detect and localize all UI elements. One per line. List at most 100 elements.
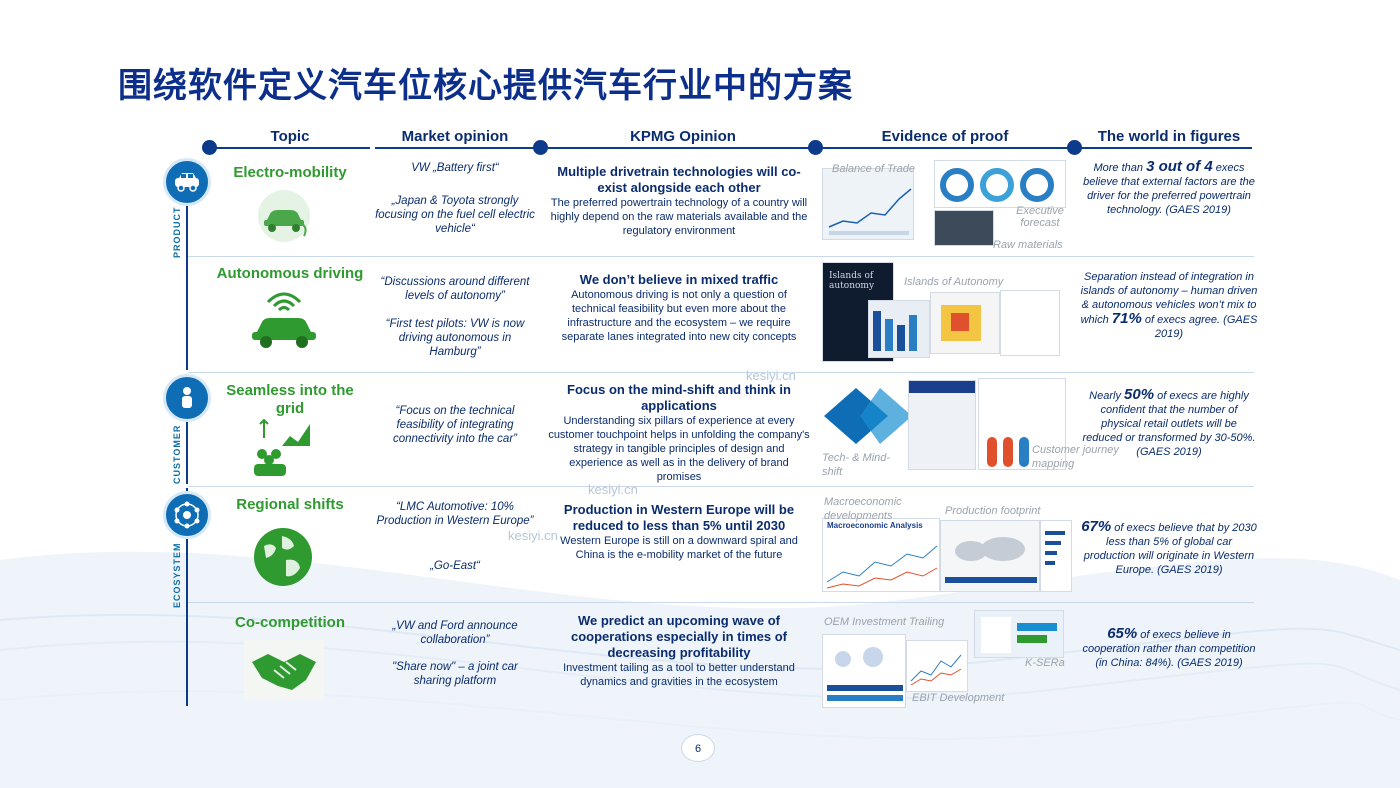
- evidence-label: OEM Investment Trailing: [824, 616, 945, 628]
- evidence-label: EBIT Development: [912, 692, 1005, 704]
- person-icon: [163, 374, 211, 422]
- page-title: 围绕软件定义汽车位核心提供汽车行业中的方案: [118, 66, 853, 106]
- kpmg-opinion-4: Production in Western Europe will be red…: [548, 502, 810, 562]
- evidence-label: Balance of Trade: [832, 163, 915, 175]
- globe-icon: [254, 528, 312, 586]
- topic-co-competition: Co-competition: [235, 614, 345, 631]
- evidence-label: Customer journey mapping: [1032, 444, 1119, 470]
- evidence-label: Executive forecast: [1016, 205, 1064, 229]
- kpmg-body: The preferred powertrain technology of a…: [550, 197, 808, 237]
- kpmg-opinion-1: Multiple drivetrain technologies will co…: [548, 164, 810, 238]
- kpmg-body: Understanding six pillars of experience …: [548, 415, 810, 483]
- row-separator: [188, 602, 1254, 603]
- car-icon: [163, 158, 211, 206]
- topic-electro-mobility: Electro-mobility: [233, 164, 347, 181]
- evidence-thumb-trade: [822, 168, 914, 240]
- kpmg-opinion-3: Focus on the mind-shift and think in app…: [548, 382, 810, 484]
- kpmg-opinion-5: We predict an upcoming wave of cooperati…: [548, 613, 810, 689]
- market-opinion-3a: “Focus on the technical feasibility of i…: [392, 405, 517, 445]
- evidence-label: Tech- & Mind-shift: [822, 452, 891, 478]
- header-underline: [1080, 147, 1252, 149]
- figure-3: Nearly 50% of execs are highly confident…: [1082, 386, 1256, 458]
- header-kpmg-opinion: KPMG Opinion: [630, 128, 736, 145]
- figure-highlight: 67%: [1081, 518, 1112, 535]
- page-number: 6: [681, 734, 715, 762]
- kpmg-heading: Multiple drivetrain technologies will co…: [557, 164, 801, 195]
- figure-2: Separation instead of integration in isl…: [1080, 271, 1258, 340]
- market-opinion-2b: “First test pilots: VW is now driving au…: [385, 318, 525, 358]
- figure-highlight: 3 out of 4: [1146, 158, 1213, 175]
- figure-highlight: 71%: [1111, 310, 1142, 327]
- kpmg-heading: We predict an upcoming wave of cooperati…: [570, 613, 787, 660]
- handshake-icon: [244, 640, 324, 700]
- kpmg-opinion-2: We don’t believe in mixed traffic Autono…: [548, 272, 810, 344]
- market-opinion-2a: “Discussions around different levels of …: [380, 276, 530, 302]
- thumb-macro-title: Macroeconomic Analysis: [827, 521, 923, 530]
- kpmg-heading: Production in Western Europe will be red…: [563, 502, 795, 533]
- evidence-label: Raw materials: [993, 239, 1063, 251]
- figure-5: 65% of execs believe in cooperation rath…: [1082, 625, 1256, 669]
- market-opinion-5b: "Share now" – a joint car sharing platfo…: [392, 661, 518, 687]
- evidence-thumb-journey: [978, 378, 1066, 470]
- evidence-thumb-chart: [868, 300, 930, 358]
- header-underline: [822, 147, 1068, 149]
- network-icon: [163, 491, 211, 539]
- watermark-text: kesiyi.cn: [746, 368, 796, 383]
- header-underline: [210, 147, 370, 149]
- header-dot: [533, 140, 548, 155]
- segment-label-ecosystem: ECOSYSTEM: [172, 542, 182, 608]
- kpmg-body: Investment tailing as a tool to better u…: [563, 662, 795, 688]
- topic-autonomous-driving: Autonomous driving: [216, 265, 364, 282]
- people-growth-icon: [254, 418, 310, 476]
- evidence-thumb-ebit: [906, 640, 968, 692]
- figure-highlight: 65%: [1107, 625, 1138, 642]
- evidence-label: Islands of Autonomy: [904, 276, 1004, 288]
- row-separator: [188, 486, 1254, 487]
- topic-seamless-grid: Seamless into the grid: [226, 382, 354, 417]
- evidence-thumb-bars: [1040, 520, 1072, 592]
- segment-label-customer: CUSTOMER: [172, 424, 182, 484]
- header-evidence: Evidence of proof: [881, 128, 1009, 145]
- evidence-label: Macroeconomic developments: [824, 496, 902, 522]
- header-world-figures: The world in figures: [1097, 128, 1241, 145]
- evidence-thumb-oem: [822, 634, 906, 708]
- evidence-label: K-SERa: [1025, 657, 1065, 669]
- figure-highlight: 50%: [1124, 386, 1155, 403]
- evidence-label: Production footprint: [945, 505, 1041, 517]
- header-underline: [375, 147, 535, 149]
- watermark-text: kesiyi.cn: [588, 482, 638, 497]
- header-dot: [808, 140, 823, 155]
- evidence-thumb-worldmap: [940, 520, 1040, 592]
- segment-line-product: [186, 160, 188, 370]
- evidence-thumb-list: [908, 380, 976, 470]
- row-separator: [188, 256, 1254, 257]
- evidence-thumb-table: [1000, 290, 1060, 356]
- market-opinion-1b: „Japan & Toyota strongly focusing on the…: [375, 195, 535, 235]
- header-underline: [548, 147, 810, 149]
- market-opinion-4b: „Go-East“: [430, 560, 480, 572]
- evidence-thumb-macro: Macroeconomic Analysis: [822, 518, 940, 592]
- market-opinion-4a: “LMC Automotive: 10% Production in Weste…: [376, 501, 534, 527]
- watermark-text: kesiyi.cn: [508, 528, 558, 543]
- topic-regional-shifts: Regional shifts: [236, 496, 344, 513]
- market-opinion-5a: „VW and Ford announce collaboration”: [392, 620, 518, 646]
- evidence-thumb-map: [934, 210, 994, 246]
- figure-1: More than 3 out of 4 execs believe that …: [1083, 158, 1255, 216]
- segment-label-product: PRODUCT: [172, 206, 182, 259]
- electric-car-icon: [258, 190, 310, 242]
- row-separator: [188, 372, 1254, 373]
- header-topic: Topic: [270, 128, 310, 145]
- kpmg-body: Western Europe is still on a downward sp…: [560, 535, 798, 561]
- kpmg-heading: We don’t believe in mixed traffic: [579, 272, 779, 287]
- evidence-thumb-citymap: [930, 292, 1000, 354]
- kpmg-body: Autonomous driving is not only a questio…: [561, 289, 797, 343]
- evidence-thumb-ksera: [974, 610, 1064, 658]
- thumb-cover-title: Islands of autonomy: [829, 271, 875, 291]
- header-dot: [202, 140, 217, 155]
- header-dot: [1067, 140, 1082, 155]
- segment-line-customer: [186, 374, 188, 484]
- market-opinion-1a: VW „Battery first“: [411, 162, 499, 174]
- header-market-opinion: Market opinion: [401, 128, 509, 145]
- kpmg-heading: Focus on the mind-shift and think in app…: [567, 382, 791, 413]
- segment-line-ecosystem: [186, 488, 188, 706]
